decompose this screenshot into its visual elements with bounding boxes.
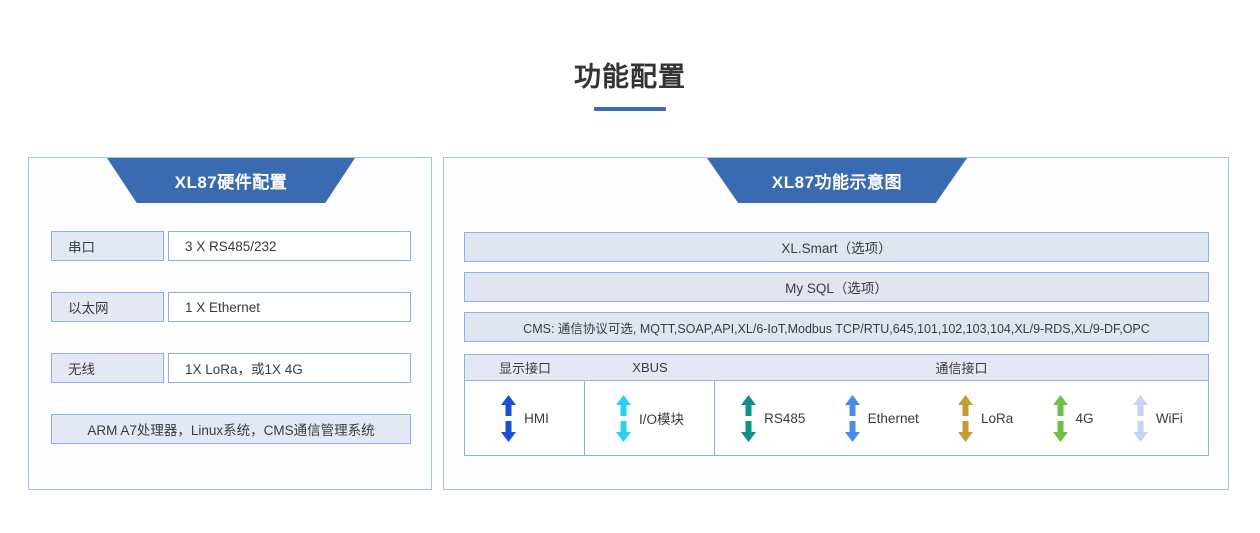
- double-arrow-vertical-icon: [957, 394, 973, 442]
- double-arrow-vertical-icon: [1132, 394, 1148, 442]
- xbus-interface-cell: I/O模块: [585, 381, 715, 455]
- port-ethernet: Ethernet: [844, 394, 919, 442]
- port-hmi: HMI: [500, 394, 549, 442]
- port-label: Ethernet: [867, 410, 919, 426]
- interface-header-xbus: XBUS: [632, 360, 668, 375]
- spec-row: 以太网 1 X Ethernet: [51, 292, 411, 322]
- spec-key: 以太网: [51, 292, 164, 322]
- display-interface-cell: HMI: [465, 381, 585, 455]
- interface-header-comm: 通信接口: [935, 361, 988, 376]
- double-arrow-vertical-icon: [615, 394, 631, 442]
- spec-value: 3 X RS485/232: [168, 231, 411, 261]
- port-rs485: RS485: [740, 394, 806, 442]
- spec-value: 1X LoRa，或1X 4G: [168, 353, 411, 383]
- function-diagram-panel: XL87功能示意图 XL.Smart（选项） My SQL（选项） CMS: 通…: [443, 157, 1229, 490]
- spec-key: 无线: [51, 353, 164, 383]
- spec-row: 无线 1X LoRa，或1X 4G: [51, 353, 411, 383]
- port-label: 4G: [1075, 410, 1094, 426]
- title-underline: [594, 107, 666, 111]
- port-label: HMI: [524, 410, 549, 426]
- spec-value: 1 X Ethernet: [168, 292, 411, 322]
- port-lora: LoRa: [957, 394, 1014, 442]
- platform-summary: ARM A7处理器，Linux系统，CMS通信管理系统: [51, 414, 411, 444]
- interface-grid-body: HMI I/O模块: [465, 381, 1208, 455]
- spec-row: 串口 3 X RS485/232: [51, 231, 411, 261]
- double-arrow-vertical-icon: [501, 394, 517, 442]
- stack-row-cms-protocols: CMS: 通信协议可选, MQTT,SOAP,API,XL/6-IoT,Modb…: [464, 312, 1209, 342]
- port-io-module: I/O模块: [615, 394, 684, 442]
- double-arrow-vertical-icon: [741, 394, 757, 442]
- hardware-config-banner: XL87硬件配置: [107, 158, 355, 203]
- port-label: RS485: [764, 410, 806, 426]
- page-header: 功能配置: [0, 60, 1260, 111]
- hardware-spec-list: 串口 3 X RS485/232 以太网 1 X Ethernet 无线 1X …: [51, 231, 411, 444]
- double-arrow-vertical-icon: [844, 394, 860, 442]
- port-label: I/O模块: [638, 412, 684, 427]
- hardware-config-panel: XL87硬件配置 串口 3 X RS485/232 以太网 1 X Ethern…: [28, 157, 432, 490]
- interface-grid-header: 显示接口 XBUS 通信接口: [465, 355, 1208, 381]
- port-wifi: WiFi: [1132, 394, 1183, 442]
- software-stack-list: XL.Smart（选项） My SQL（选项） CMS: 通信协议可选, MQT…: [464, 232, 1209, 352]
- function-diagram-banner: XL87功能示意图: [707, 158, 967, 203]
- interface-header-display: 显示接口: [498, 361, 551, 376]
- stack-row-mysql: My SQL（选项）: [464, 272, 1209, 302]
- port-label: LoRa: [980, 410, 1014, 426]
- spec-key: 串口: [51, 231, 164, 261]
- double-arrow-vertical-icon: [1052, 394, 1068, 442]
- stack-row-xlsmart: XL.Smart（选项）: [464, 232, 1209, 262]
- interface-grid: 显示接口 XBUS 通信接口 HMI: [464, 354, 1209, 456]
- comm-interface-cell: RS485 Ethernet: [715, 381, 1208, 455]
- port-4g: 4G: [1052, 394, 1094, 442]
- page-title: 功能配置: [574, 62, 686, 92]
- port-label: WiFi: [1155, 410, 1183, 426]
